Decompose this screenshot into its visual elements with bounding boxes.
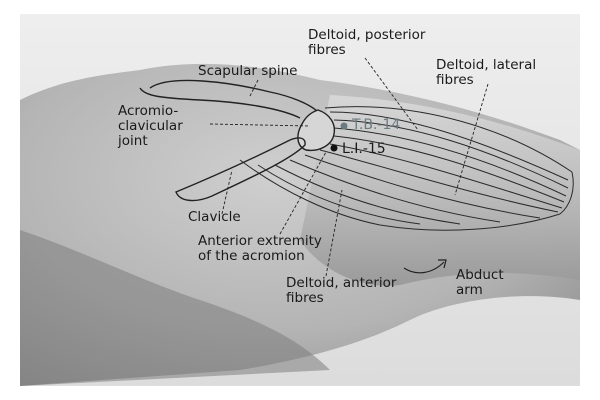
label-deltoid-anterior-line2: fibres bbox=[286, 290, 324, 306]
label-clavicle: Clavicle bbox=[188, 209, 241, 225]
label-acj-line3: joint bbox=[118, 133, 148, 149]
label-abduct-line1: Abduct bbox=[456, 267, 504, 283]
leader-deltoid-anterior bbox=[325, 189, 343, 277]
scapular-spine-outline bbox=[149, 79, 319, 113]
scapular-spine-lower bbox=[139, 87, 301, 119]
label-deltoid-posterior-line2: fibres bbox=[308, 42, 346, 58]
label-anterior-extremity-line1: Anterior extremity bbox=[198, 233, 322, 249]
leader-deltoid-lateral bbox=[454, 83, 489, 196]
clavicle-outline bbox=[175, 137, 306, 202]
leader-acromioclavicular bbox=[209, 123, 311, 127]
label-acj-line1: Acromio- bbox=[118, 103, 179, 119]
label-scapular-spine: Scapular spine bbox=[198, 63, 298, 79]
label-deltoid-posterior: Deltoid, posterior fibres bbox=[308, 28, 425, 58]
leader-clavicle bbox=[221, 169, 233, 215]
label-abduct-arm: Abduct arm bbox=[456, 268, 504, 298]
point-tb14-marker bbox=[340, 122, 348, 130]
deltoid-muscle bbox=[239, 106, 574, 231]
leader-anterior-extremity bbox=[279, 151, 327, 235]
leader-lines bbox=[209, 57, 489, 277]
point-li15-marker bbox=[330, 144, 338, 152]
label-deltoid-lateral-line2: fibres bbox=[436, 72, 474, 88]
label-acj-line2: clavicular bbox=[118, 118, 183, 134]
label-abduct-line2: arm bbox=[456, 282, 483, 298]
label-deltoid-lateral-line1: Deltoid, lateral bbox=[436, 57, 537, 73]
leader-scapular-spine bbox=[249, 79, 259, 97]
acromion-outline bbox=[297, 109, 336, 152]
label-anterior-extremity-acromion: Anterior extremity of the acromion bbox=[198, 234, 322, 264]
label-deltoid-posterior-line1: Deltoid, posterior bbox=[308, 27, 426, 43]
label-deltoid-lateral: Deltoid, lateral fibres bbox=[436, 58, 536, 88]
label-deltoid-anterior-line1: Deltoid, anterior bbox=[286, 275, 397, 291]
abduct-arrowhead bbox=[438, 259, 447, 269]
chest-shadow bbox=[20, 230, 330, 386]
label-anterior-extremity-line2: of the acromion bbox=[198, 248, 305, 264]
abduct-arrow bbox=[403, 261, 445, 274]
label-point-tb14: T.B.-14 bbox=[352, 117, 401, 133]
arm-silhouette bbox=[300, 95, 580, 286]
label-deltoid-anterior: Deltoid, anterior fibres bbox=[286, 276, 396, 306]
label-point-li15: L.I.-15 bbox=[342, 141, 386, 157]
label-acromioclavicular-joint: Acromio- clavicular joint bbox=[118, 104, 183, 149]
